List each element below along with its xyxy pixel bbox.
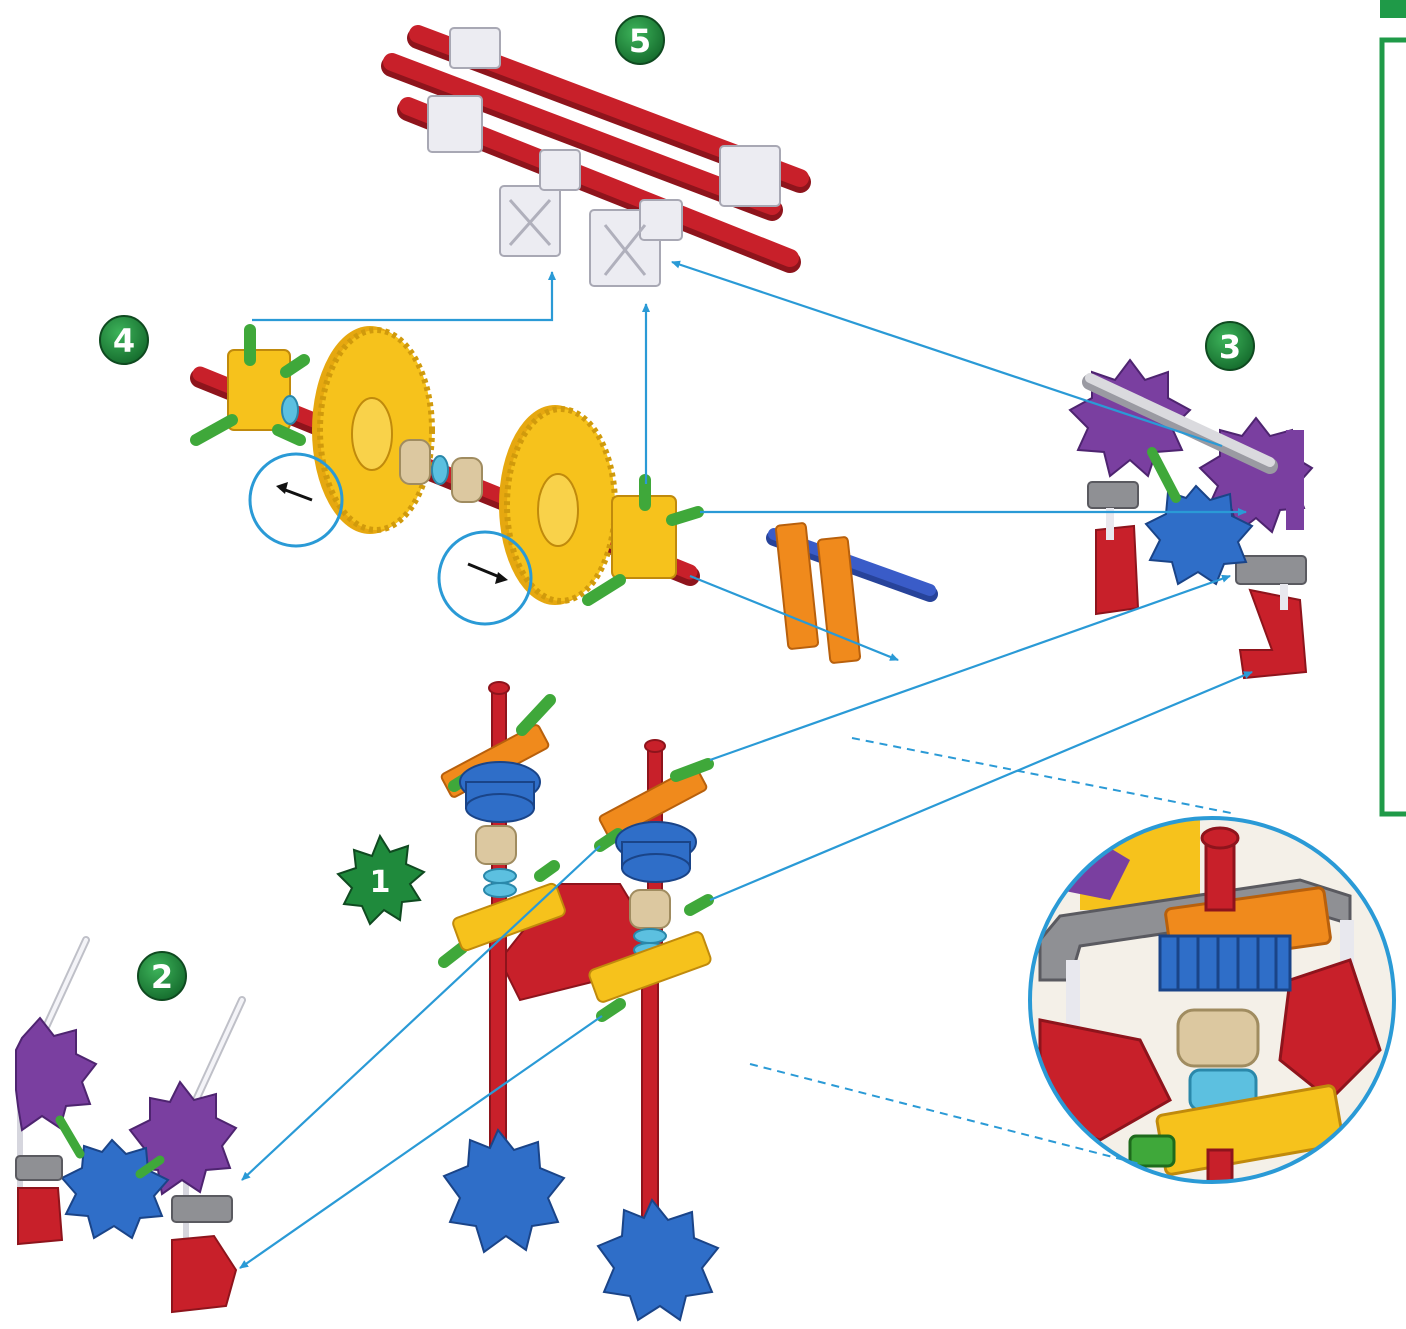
zoom-detail	[1028, 816, 1396, 1184]
step-4-badge: 4	[99, 315, 149, 365]
svg-text:3: 3	[1219, 328, 1241, 366]
tan-bushing	[399, 439, 483, 503]
step1-assembly	[438, 681, 720, 1322]
svg-text:5: 5	[629, 22, 651, 60]
svg-text:1: 1	[370, 865, 391, 900]
side-panel	[1379, 0, 1406, 817]
step-3-badge: 3	[1205, 321, 1255, 371]
blue-gear	[442, 1128, 566, 1254]
svg-text:4: 4	[113, 322, 135, 360]
blue-gear	[459, 761, 697, 883]
yellow-connector	[582, 474, 704, 606]
rotation-indicator	[248, 452, 344, 548]
blue-gear	[596, 1198, 720, 1322]
step2-assembly	[15, 936, 246, 1314]
assembly-arrows	[239, 260, 1253, 1269]
yellow-gear	[499, 405, 618, 605]
purple-gear	[15, 1016, 98, 1132]
svg-text:2: 2	[151, 958, 173, 996]
red-rod	[381, 53, 783, 221]
arrow-left-icon	[276, 482, 288, 494]
step-5-badge: 5	[615, 15, 665, 65]
step3-assembly	[1068, 358, 1314, 680]
red-angle-connector	[17, 1187, 238, 1314]
step5-assembly	[381, 25, 811, 287]
rotation-indicator	[437, 530, 533, 626]
yellow-connector	[190, 324, 310, 446]
red-angle-connector	[1095, 524, 1308, 680]
step-1-badge: 1	[336, 833, 426, 926]
step4-assembly	[190, 324, 704, 626]
blue-gear	[1144, 484, 1254, 586]
step-2-badge: 2	[137, 951, 187, 1001]
yellow-gear	[312, 326, 435, 534]
arrow-right-icon	[495, 572, 508, 584]
zoom-leader-lines	[749, 737, 1237, 1165]
